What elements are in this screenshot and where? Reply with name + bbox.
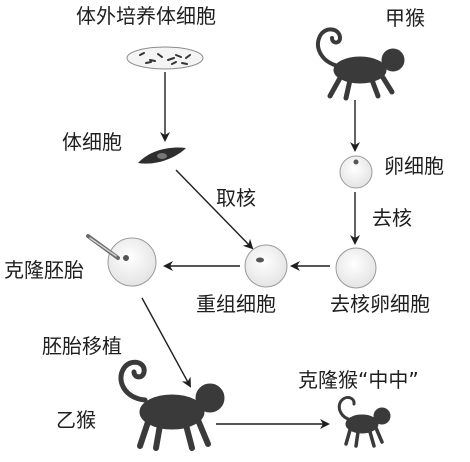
egg-cell-icon (339, 155, 373, 189)
somatic-cell-icon (138, 147, 186, 164)
cloned-embryo-icon (86, 234, 157, 287)
process-arrows (141, 72, 360, 429)
monkey-a-label: 甲猴 (385, 6, 425, 30)
cloned-embryo-label: 克隆胚胎 (4, 258, 84, 282)
remove-nucleus-label: 去核 (372, 206, 412, 230)
recombined-cell-label: 重组细胞 (196, 292, 276, 316)
recombined-cell-icon (244, 244, 288, 288)
somatic-cell-label: 体细胞 (62, 130, 122, 154)
arrow-embryo-to-monkey-b (141, 297, 191, 388)
enucleated-egg-label: 去核卵细胞 (330, 292, 430, 316)
monkey-b-icon (118, 359, 225, 451)
egg-cell-label: 卵细胞 (384, 154, 444, 178)
take-nucleus-label: 取核 (216, 186, 256, 210)
monkey-a-icon (316, 27, 405, 101)
enucleated-egg-icon (335, 247, 377, 289)
cloned-monkey-icon (337, 395, 391, 448)
culture-dish-icon (126, 46, 204, 70)
arrow-somatic-to-recombined (175, 169, 254, 250)
cloned-monkey-label: 克隆猴“中中” (298, 368, 419, 392)
culture-label: 体外培养体细胞 (76, 4, 216, 28)
monkey-b-label: 乙猴 (56, 408, 96, 432)
embryo-transfer-label: 胚胎移植 (42, 334, 122, 358)
